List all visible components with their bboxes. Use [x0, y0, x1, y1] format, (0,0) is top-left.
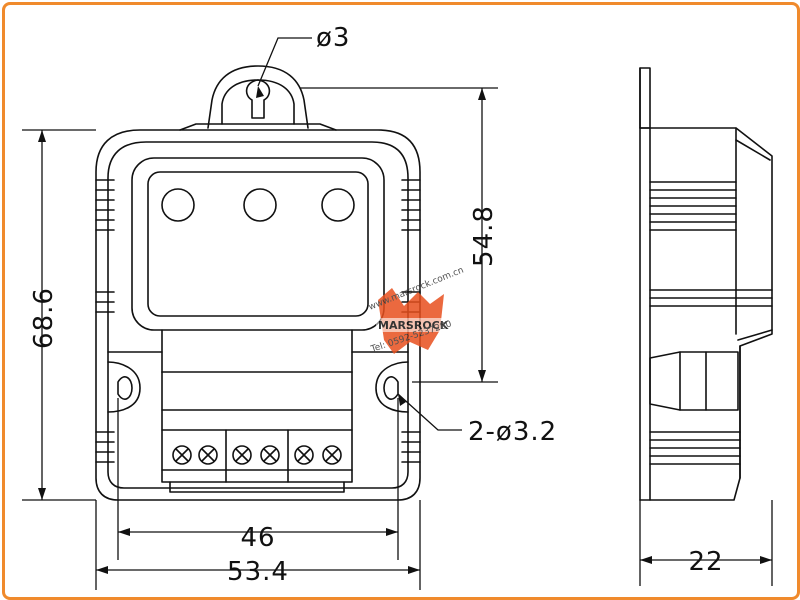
terminal-block [161, 429, 353, 483]
side-body-outline [639, 127, 773, 501]
width-dimension-label: 53.4 [227, 557, 289, 587]
side-view [639, 67, 773, 501]
label-panel [147, 171, 369, 317]
watermark: MARSROCK www.marsrock.com.cn Tel: 0592-5… [367, 265, 465, 355]
mount-holes-label: 2-ø3.2 [468, 417, 557, 447]
watermark-brand: MARSROCK [378, 319, 449, 332]
dimension-arrows [38, 86, 772, 574]
led-2 [243, 188, 277, 222]
depth-dimension-label: 22 [688, 547, 723, 577]
inner-height-dimension-label: 54.8 [469, 205, 499, 267]
led-1 [161, 188, 195, 222]
side-terminal [649, 351, 739, 411]
body-outline [95, 129, 421, 501]
hole-diameter-label: ø3 [316, 23, 350, 53]
hole-spacing-label: 46 [240, 523, 275, 553]
left-ribs [95, 179, 115, 463]
right-mount-slot [375, 361, 409, 413]
dimension-lines [22, 37, 773, 590]
terminal-screws [172, 445, 342, 465]
height-dimension-label: 68.6 [29, 287, 59, 349]
front-view [95, 65, 421, 501]
left-mount-slot [107, 361, 141, 413]
led-3 [321, 188, 355, 222]
mount-keyhole [245, 79, 271, 119]
